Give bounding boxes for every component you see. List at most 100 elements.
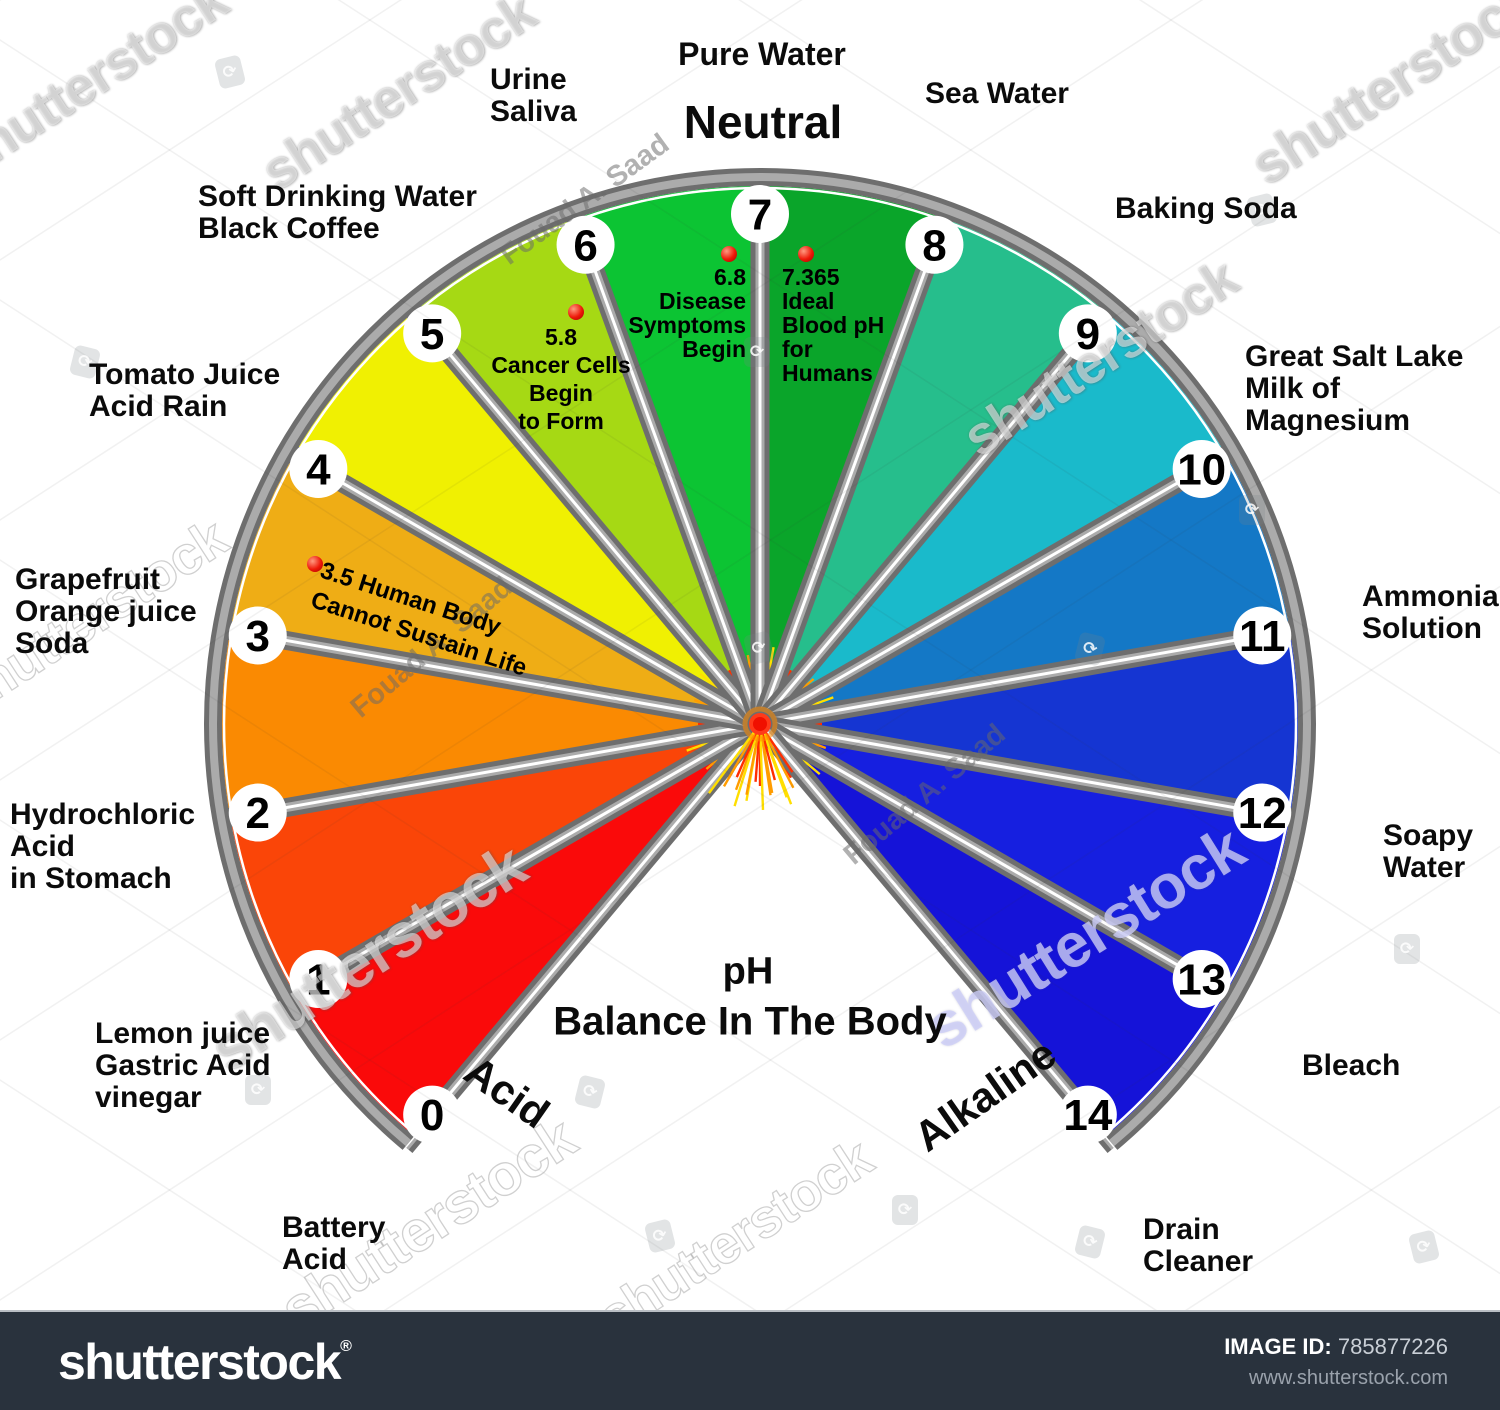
label-line: Acid [10,830,76,863]
starburst-ray [708,731,756,794]
starburst-ray [760,733,772,796]
divider-tube-gap [569,204,761,721]
starburst-glow [742,706,778,742]
grid-line [0,325,1500,1301]
label-neutral: Neutral [684,96,842,148]
starburst-dot [753,717,767,731]
ph-slice-4-5 [294,311,760,724]
image-id: IMAGE ID: 785877226 [1224,1334,1448,1360]
label-line: in Stomach [10,862,172,895]
red-marker-dot [798,246,814,262]
red-marker-dot [721,246,737,262]
grid-line [0,819,911,1410]
label-line: Drain [1143,1213,1220,1246]
annotation-line: 5.8 [545,324,577,350]
label-line: Gastric Acid [95,1049,271,1082]
ph-slice-13-14 [760,724,1226,1137]
camera-refresh-icon: ⟳ [892,1195,918,1225]
label-line: Bleach [1302,1049,1401,1082]
ph-number-0: 0 [420,1091,444,1140]
grid-line [229,585,1500,1410]
ph-number-8: 8 [922,221,946,270]
annotation-line: for [782,336,813,362]
starburst-ray [754,733,761,782]
ph-slice-5-6 [414,218,760,724]
annotation-line: Humans [782,360,873,386]
label-line: Water [1383,851,1466,884]
ph-slice-0-1 [294,724,760,1137]
footer-bar: shutterstock® IMAGE ID: 785877226 www.sh… [0,1310,1500,1410]
ph-number-circle-3 [228,606,287,665]
annotation-line: to Form [518,408,604,434]
grid-line [1030,1105,1500,1410]
label-line: Balance In The Body [553,999,947,1044]
ph-number-9: 9 [1076,310,1100,359]
starburst-ray [762,732,793,805]
shutterstock-logo[interactable]: shutterstock® [58,1333,352,1391]
label-line: Orange juice [15,595,197,628]
ph-number-5: 5 [420,310,444,359]
starburst-ray [733,733,759,807]
starburst-ray [764,731,794,773]
ph-number-12: 12 [1238,789,1287,838]
rim-core [209,173,1311,1147]
ph-slices [221,186,1298,1137]
shutterstock-logo-text: shutterstock [58,1334,342,1390]
starburst-ray [763,732,795,789]
grid-line [738,0,1500,495]
ph-number-circle-10 [1172,440,1231,498]
ph-number-circle-14 [1058,1085,1117,1144]
ph-number-circle-4 [289,440,348,498]
label-line: Baking Soda [1115,192,1297,225]
label-line: Pure Water [678,36,846,72]
label-line: vinegar [95,1081,202,1114]
ph-number-6: 6 [573,221,597,270]
annotation-line: Blood pH [782,312,885,338]
ph-slice-9-10 [760,311,1226,724]
label-line: Hydrochloric [10,798,196,831]
image-id-label: IMAGE ID: [1224,1334,1332,1359]
label-line: Great Salt Lake [1245,340,1464,373]
label-line: Acid [282,1243,348,1276]
grid-line [0,0,402,261]
starburst-ray [735,732,758,778]
ph-number-circle-9 [1058,304,1117,363]
red-marker-dot [568,304,584,320]
ph-number-1: 1 [306,956,330,1005]
label-line: Soft Drinking Water [198,180,477,213]
annotation-line: Begin [682,336,746,362]
ph-number-10: 10 [1177,446,1226,495]
grid-line [0,39,1500,1015]
label-line: Black Coffee [198,212,380,245]
ph-number-circle-6 [556,215,615,274]
divider-tube-gap [761,300,1116,722]
registered-mark: ® [340,1338,352,1355]
ph-number-circle-2 [228,783,287,842]
ph-number-circle-7 [731,185,789,243]
ph-number-4: 4 [306,446,331,495]
ph-number-13: 13 [1177,956,1226,1005]
label-line: pH [722,950,774,993]
shutterstock-url[interactable]: www.shutterstock.com [1249,1367,1448,1389]
label-line: Battery [282,1211,386,1244]
annotation-line: Symptoms [628,312,746,338]
label-line: Sea Water [925,77,1069,110]
label-line: Acid Rain [89,390,228,423]
ph-slice-8-9 [760,218,1106,724]
starburst-ray [745,733,760,795]
grid-line [0,0,803,521]
starburst-ray [761,733,776,781]
label-line: Soda [15,627,89,660]
ph-number-circle-11 [1233,606,1292,665]
ph-number-7: 7 [748,191,772,240]
label-balance-title: Balance In The Body [553,1000,946,1045]
divider-tube-gap [404,300,759,722]
